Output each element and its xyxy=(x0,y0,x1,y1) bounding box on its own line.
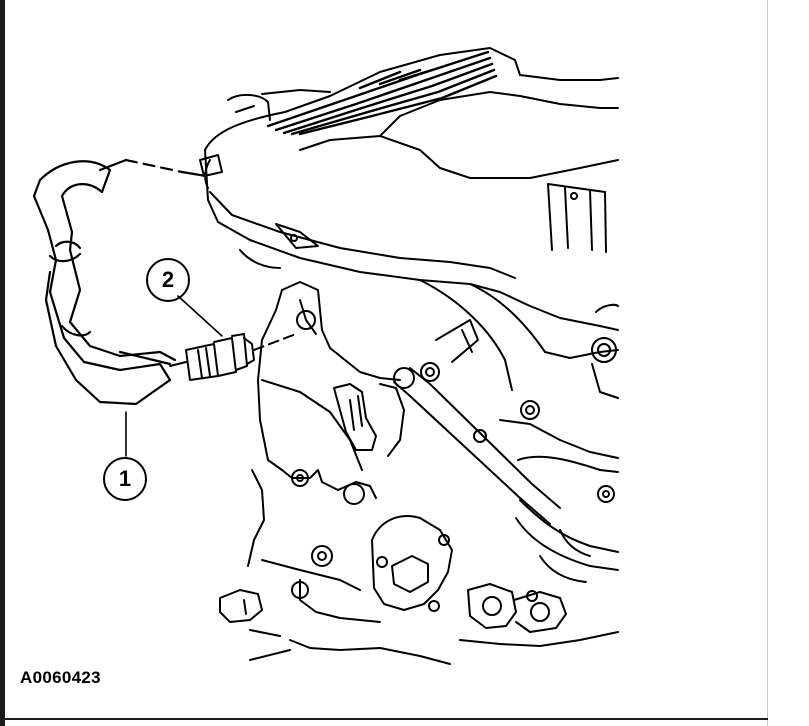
intake-runner xyxy=(419,279,619,399)
intake-manifold xyxy=(199,47,619,307)
callout-1-label: 1 xyxy=(118,466,132,491)
frame-left-border xyxy=(0,0,5,726)
hose xyxy=(32,158,208,406)
fuel-rail-ribs xyxy=(266,50,498,136)
leader-lines xyxy=(125,295,223,457)
callout-circles xyxy=(103,258,190,501)
valve-fitting xyxy=(169,333,297,381)
egr-tube xyxy=(393,319,619,583)
callout-2-label: 2 xyxy=(161,267,175,292)
figure-id: A0060423 xyxy=(20,668,101,687)
frame-right-border xyxy=(767,0,768,726)
engine-block xyxy=(219,281,619,665)
frame-bottom-border xyxy=(0,718,768,720)
